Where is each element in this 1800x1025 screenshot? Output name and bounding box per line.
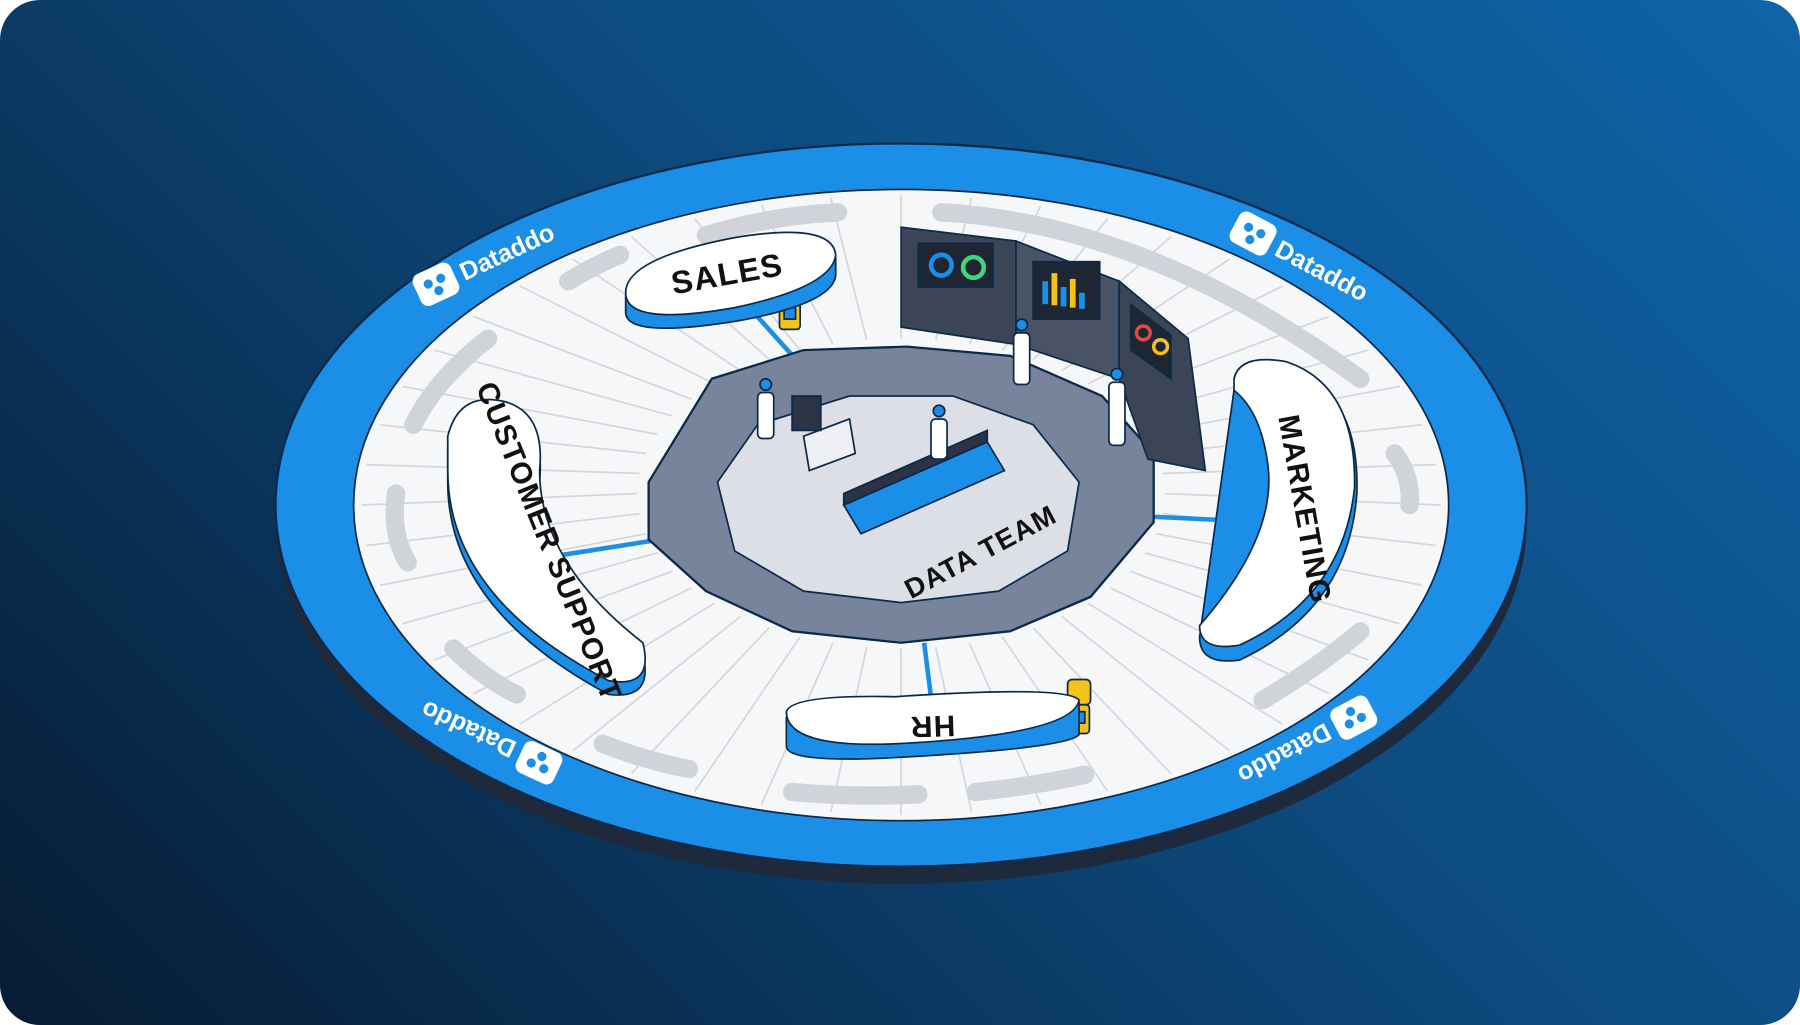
dataddo-logo-icon — [1344, 706, 1367, 729]
radial-line — [572, 615, 741, 752]
department-marketing: MARKETING — [1198, 358, 1358, 662]
radial-line — [1087, 602, 1284, 725]
monitor-wall — [900, 226, 1207, 472]
team-members — [756, 318, 1126, 460]
radial-line — [402, 385, 658, 436]
radial-line — [693, 636, 801, 792]
radial-line — [472, 315, 693, 401]
dataddo-logo-icon — [526, 751, 549, 774]
department-sales: SALES — [624, 231, 837, 330]
radial-line — [1032, 627, 1172, 775]
dataddo-logo-icon — [423, 273, 446, 296]
department-hr: HR — [785, 690, 1080, 760]
radial-line — [630, 627, 770, 775]
dataddo-logo-icon — [1244, 222, 1266, 245]
central-console — [791, 395, 1006, 535]
hr-label: HR — [909, 708, 956, 743]
radial-line — [1061, 615, 1231, 752]
lane-markers — [385, 203, 1420, 805]
radial-line — [519, 285, 715, 385]
